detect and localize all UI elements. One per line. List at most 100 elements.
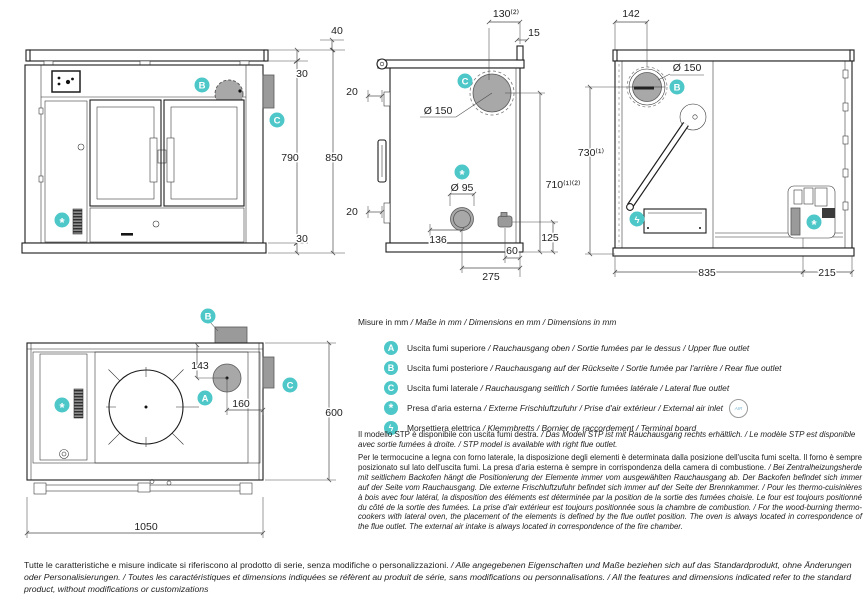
legend-other: / Rauchausgang seitlich / Sortie fumées … [478, 383, 730, 393]
callout-letter: * [459, 167, 465, 182]
callout-rear-flue-top: B [200, 308, 216, 324]
legend-it: Uscita fumi superiore [407, 343, 486, 353]
dim-front-upper: 30 [296, 68, 308, 80]
top-outlet-leader [209, 321, 219, 332]
technical-drawing: B C * 40 30 790 850 30 [21, 7, 855, 538]
dim-rear-flue-d: Ø 150 [673, 62, 702, 74]
rear-view: B ϟ * 142 Ø 150 730⁽¹⁾ 835 215 [576, 7, 855, 281]
legend-badge-air: * [384, 401, 398, 415]
front-air-grill [72, 208, 83, 235]
rear-damper-rod [626, 103, 707, 211]
footer-other: / Alle angegebenen Eigenschaften und Maß… [24, 560, 852, 594]
callout-side-flue-front: C [269, 112, 285, 128]
side-flue [420, 70, 515, 118]
legend-it: Morsettiera elettrica [407, 423, 481, 433]
front-side-outlet [262, 74, 275, 109]
dim-rear-ext-w: 215 [818, 267, 836, 279]
top-rear-outlet [214, 326, 248, 345]
legend-other: / Rauchausgang oben / Sortie fumées par … [485, 343, 750, 353]
units-note: Misure in mm / Maße in mm / Dimensions e… [358, 317, 862, 327]
front-base [21, 242, 267, 254]
legend-other: / Externe Frischluftzufuhr / Prise d'air… [481, 403, 724, 413]
top-legs [33, 479, 253, 495]
dim-rear-flue-x: 142 [622, 8, 640, 20]
legend-it: Uscita fumi posteriore [407, 363, 488, 373]
rear-base [612, 247, 855, 257]
dim-rear-flue-h: 730⁽¹⁾ [578, 147, 605, 159]
legend-text: Presa d'aria esterna / Externe Frischluf… [407, 403, 723, 413]
legend-badge-c: C [384, 381, 398, 395]
callout-letter: B [674, 82, 681, 93]
legend-text: Uscita fumi laterale / Rauchausgang seit… [407, 383, 729, 393]
callout-air-top: * [54, 397, 70, 415]
clean-air-badge: AIR [729, 398, 749, 418]
door-handle [166, 137, 175, 183]
rear-top-rail [612, 49, 855, 62]
callout-rear-flue-front: B [194, 77, 210, 93]
dim-rear-body-w: 835 [698, 267, 716, 279]
dim-front-total: 850 [325, 152, 343, 164]
front-oven-doors [89, 99, 245, 207]
dim-top-width: 1050 [134, 521, 158, 533]
note-layout-it: Per le termocucine a legna con forno lat… [358, 453, 862, 472]
front-drawer [89, 207, 245, 243]
door-handle [149, 137, 158, 183]
callout-letter: B [199, 80, 206, 91]
callout-air-front: * [54, 212, 70, 230]
dim-top-depth: 600 [325, 407, 343, 419]
dim-top-flue-y: 160 [232, 398, 250, 410]
legend-badge-a: A [384, 341, 398, 355]
side-base [385, 242, 524, 253]
legend-other: / Klemmbretts / Bornier de raccordement … [480, 423, 697, 433]
callout-top-flue-top: A [197, 390, 213, 406]
legend-item-lateral-flue: C Uscita fumi laterale / Rauchausgang se… [358, 378, 862, 398]
dim-side-wall-top: 20 [346, 86, 358, 98]
side-top-plate [376, 45, 525, 70]
legend-other: / Rauchausgang auf der Rückseite / Sorti… [488, 363, 782, 373]
top-dimensions: 143 160 600 1050 [24, 340, 344, 538]
callout-electric-rear: ϟ [629, 211, 645, 227]
legend-it: Presa d'aria esterna [407, 403, 482, 413]
callout-letter: C [274, 115, 281, 126]
front-control-panel [51, 70, 81, 93]
legend-it: Uscita fumi laterale [407, 383, 479, 393]
top-plate-area [94, 351, 249, 464]
callout-letter: * [59, 400, 65, 415]
legend: Misure in mm / Maße in mm / Dimensions e… [358, 317, 862, 438]
rear-frame-lines [618, 61, 849, 248]
front-top-rail [25, 49, 269, 66]
callout-letter: * [811, 217, 817, 232]
rear-terminal-board [643, 208, 707, 234]
dim-front-body: 790 [281, 152, 299, 164]
note-layout-other: / Bei Zentralheizungsherde mit seitliche… [358, 462, 862, 532]
dim-side-air-center-x: 275 [482, 271, 500, 283]
callout-letter: C [287, 380, 294, 391]
callout-letter: B [205, 311, 212, 322]
callout-rear-flue-rear: B [669, 79, 685, 95]
top-view: B A C * 143 160 600 1050 [24, 308, 344, 538]
side-dimensions: 130⁽²⁾ 15 20 20 Ø 150 Ø 95 136 125 710⁽¹… [345, 7, 583, 285]
note-layout: Per le termocucine a legna con forno lat… [358, 453, 862, 532]
rear-hydraulic-assembly [787, 185, 836, 257]
units-it: Misure in mm [358, 317, 409, 327]
footer-disclaimer: Tutte le caratteristiche e misure indica… [24, 559, 854, 595]
callout-letter: ϟ [634, 215, 639, 226]
legend-item-air-inlet: * Presa d'aria esterna / Externe Frischl… [358, 398, 862, 418]
legend-text: Uscita fumi superiore / Rauchausgang obe… [407, 343, 749, 353]
front-view: B C * 40 30 790 850 30 [21, 24, 345, 256]
note-stp-model: Il modello STP è disponibile con uscita … [358, 430, 862, 450]
dim-top-flue-x: 143 [191, 360, 209, 372]
note-stp-other: / Das Modell STP ist mit Rauchausgang re… [358, 430, 856, 449]
front-dimensions: 40 30 790 850 30 [268, 24, 345, 256]
legend-badge-b: B [384, 361, 398, 375]
footer-it: Tutte le caratteristiche e misure indica… [24, 560, 449, 570]
callout-letter: A [202, 393, 209, 404]
dim-side-flue-d: Ø 150 [424, 105, 453, 117]
legend-text: Morsettiera elettrica / Klemmbretts / Bo… [407, 423, 696, 433]
dim-side-air-d: Ø 95 [451, 182, 474, 194]
legend-text: Uscita fumi posteriore / Rauchausgang au… [407, 363, 781, 373]
legend-item-upper-flue: A Uscita fumi superiore / Rauchausgang o… [358, 338, 862, 358]
callout-air-side: * [454, 164, 470, 182]
callout-side-flue-side: C [457, 73, 473, 89]
callout-air-rear: * [806, 214, 822, 232]
